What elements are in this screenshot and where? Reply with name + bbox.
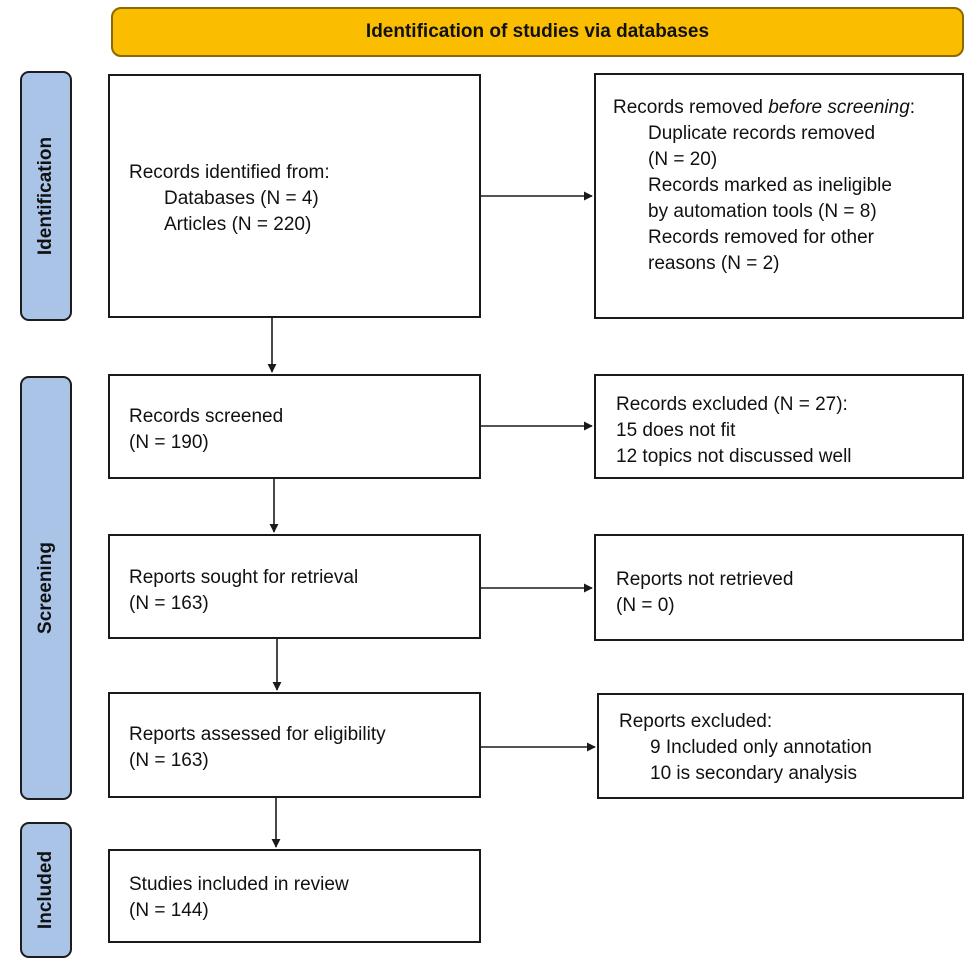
records-screened-box: Records screened (N = 190) [108,374,481,479]
records-excluded-reason-2: 12 topics not discussed well [616,446,852,467]
studies-included-box: Studies included in review (N = 144) [108,849,481,943]
duplicate-records-count: (N = 20) [648,149,718,170]
reports-assessed-count: (N = 163) [129,750,209,771]
phase-screening: Screening [20,376,72,800]
reports-excluded-box: Reports excluded: 9 Included only annota… [597,693,964,799]
reports-not-retrieved-count: (N = 0) [616,595,675,616]
records-identified-box: Records identified from: Databases (N = … [108,74,481,318]
ineligible-records-label: Records marked as ineligible [648,175,892,196]
records-excluded-title: Records excluded (N = 27): [616,394,848,415]
reports-excluded-reason-2: 10 is secondary analysis [650,763,857,784]
reports-excluded-title: Reports excluded: [619,711,773,732]
reports-assessed-box: Reports assessed for eligibility (N = 16… [108,692,481,798]
reports-sought-box: Reports sought for retrieval (N = 163) [108,534,481,639]
records-identified-title: Records identified from: [129,162,330,183]
records-screened-count: (N = 190) [129,432,209,453]
records-removed-intro: Records removed before screening: [613,97,916,118]
records-excluded-box: Records excluded (N = 27): 15 does not f… [594,374,964,479]
duplicate-records-label: Duplicate records removed [648,123,876,144]
phase-screening-label: Screening [35,542,56,634]
records-identified-databases: Databases (N = 4) [164,188,319,209]
phase-included-label: Included [35,850,56,930]
records-screened-title: Records screened [129,406,284,427]
reports-sought-count: (N = 163) [129,593,209,614]
records-removed-box: Records removed before screening: Duplic… [594,73,964,319]
reports-excluded-reason-1: 9 Included only annotation [650,737,872,758]
reports-not-retrieved-title: Reports not retrieved [616,569,794,590]
studies-included-title: Studies included in review [129,874,349,895]
phase-included: Included [20,822,72,958]
phase-identification-label: Identification [35,136,57,256]
studies-included-count: (N = 144) [129,900,209,921]
records-excluded-reason-1: 15 does not fit [616,420,736,441]
phase-identification: Identification [20,71,72,321]
reports-assessed-title: Reports assessed for eligibility [129,724,386,745]
reports-not-retrieved-box: Reports not retrieved (N = 0) [594,534,964,641]
header-title: Identification of studies via databases [365,21,710,42]
reports-sought-title: Reports sought for retrieval [129,567,359,588]
header-banner: Identification of studies via databases [111,7,964,57]
records-identified-articles: Articles (N = 220) [164,214,312,235]
other-removed-label: Records removed for other [648,227,874,248]
ineligible-records-count: by automation tools (N = 8) [648,201,877,222]
other-removed-count: reasons (N = 2) [648,253,780,274]
